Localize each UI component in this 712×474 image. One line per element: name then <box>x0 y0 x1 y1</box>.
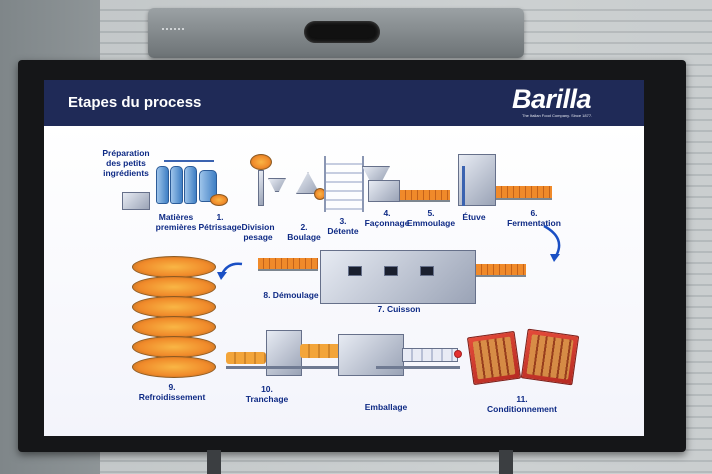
cooling-tier-4 <box>132 316 216 338</box>
label-step-9: 9. Refroidissement <box>138 382 206 402</box>
cooling-tier-6 <box>132 356 216 378</box>
dough-hopper <box>250 154 272 170</box>
label-step-2: 2. Boulage <box>287 222 321 242</box>
wrapping-machine <box>338 334 404 376</box>
label-step-1: 1. Pétrissage <box>198 212 242 232</box>
label-step-5: 5. Emmoulage <box>406 208 456 228</box>
baking-oven <box>320 250 476 304</box>
oven-input-tray <box>476 264 526 277</box>
label-step-7: 7. Cuisson <box>377 304 421 314</box>
slide-title: Etapes du process <box>68 94 202 111</box>
label-step-4: 4. Façonnage <box>364 208 410 228</box>
slide-header: Etapes du process Barilla The Italian Fo… <box>44 80 644 126</box>
presentation-slide: Etapes du process Barilla The Italian Fo… <box>44 80 644 436</box>
label-division: Division pesage <box>241 222 275 242</box>
weighing-funnel <box>268 178 286 192</box>
label-dot <box>454 350 462 358</box>
logo-wordmark: Barilla <box>512 84 592 114</box>
barilla-logo-icon: Barilla The Italian Food Company. Since … <box>512 84 624 120</box>
package-2 <box>520 328 580 386</box>
divider-column <box>258 170 264 206</box>
cooling-tier-5 <box>132 336 216 358</box>
camera-icon <box>148 8 524 58</box>
fermentation-tray <box>496 186 552 200</box>
demould-tray <box>258 258 318 271</box>
silo-pipe <box>164 160 214 162</box>
label-step-8: 8. Démoulage <box>263 290 319 300</box>
slicing-conveyor <box>226 366 376 369</box>
label-emballage: Emballage <box>364 402 408 412</box>
sliced-loaves <box>300 344 344 358</box>
kneading-bowl <box>210 194 228 206</box>
curved-arrow-icon <box>217 262 243 280</box>
process-diagram: Préparation des petits ingrédients Matiè… <box>44 126 644 436</box>
label-step-6: 6. Fermentation <box>507 208 561 228</box>
label-step-10: 10. Tranchage <box>245 384 289 404</box>
oven-window-3 <box>420 266 434 276</box>
curved-arrow-icon <box>543 224 561 262</box>
wrapped-loaves <box>402 348 458 362</box>
silo-2 <box>170 166 183 204</box>
package-1 <box>466 330 522 386</box>
label-preparation: Préparation des petits ingrédients <box>102 148 150 178</box>
logo-tagline: The Italian Food Company. Since 1877. <box>522 113 593 118</box>
slicing-machine <box>266 330 302 376</box>
tv-stand-right <box>499 450 513 474</box>
oven-window-2 <box>384 266 398 276</box>
oven-window-1 <box>348 266 362 276</box>
etuve-pipe <box>462 166 465 206</box>
cooling-tier-2 <box>132 276 216 298</box>
label-step-11: 11. Conditionnement <box>487 394 557 414</box>
silo-4 <box>199 170 217 202</box>
camera-brand-mark <box>162 28 184 38</box>
loaves-before-slicing <box>226 352 266 364</box>
tv-stand-left <box>207 450 221 474</box>
cooling-tier-3 <box>132 296 216 318</box>
label-step-3: 3. Détente <box>327 216 359 236</box>
shaping-machine <box>368 180 400 202</box>
mould-tray <box>400 190 450 202</box>
silo-3 <box>184 166 197 204</box>
ingredient-crates <box>122 192 150 210</box>
wrapping-conveyor <box>376 366 460 369</box>
label-matieres: Matières premières <box>155 212 197 232</box>
resting-rack <box>324 156 364 212</box>
camera-lens <box>304 21 380 43</box>
label-etuve: Étuve <box>462 212 486 222</box>
cooling-tier-1 <box>132 256 216 278</box>
silo-1 <box>156 166 169 204</box>
